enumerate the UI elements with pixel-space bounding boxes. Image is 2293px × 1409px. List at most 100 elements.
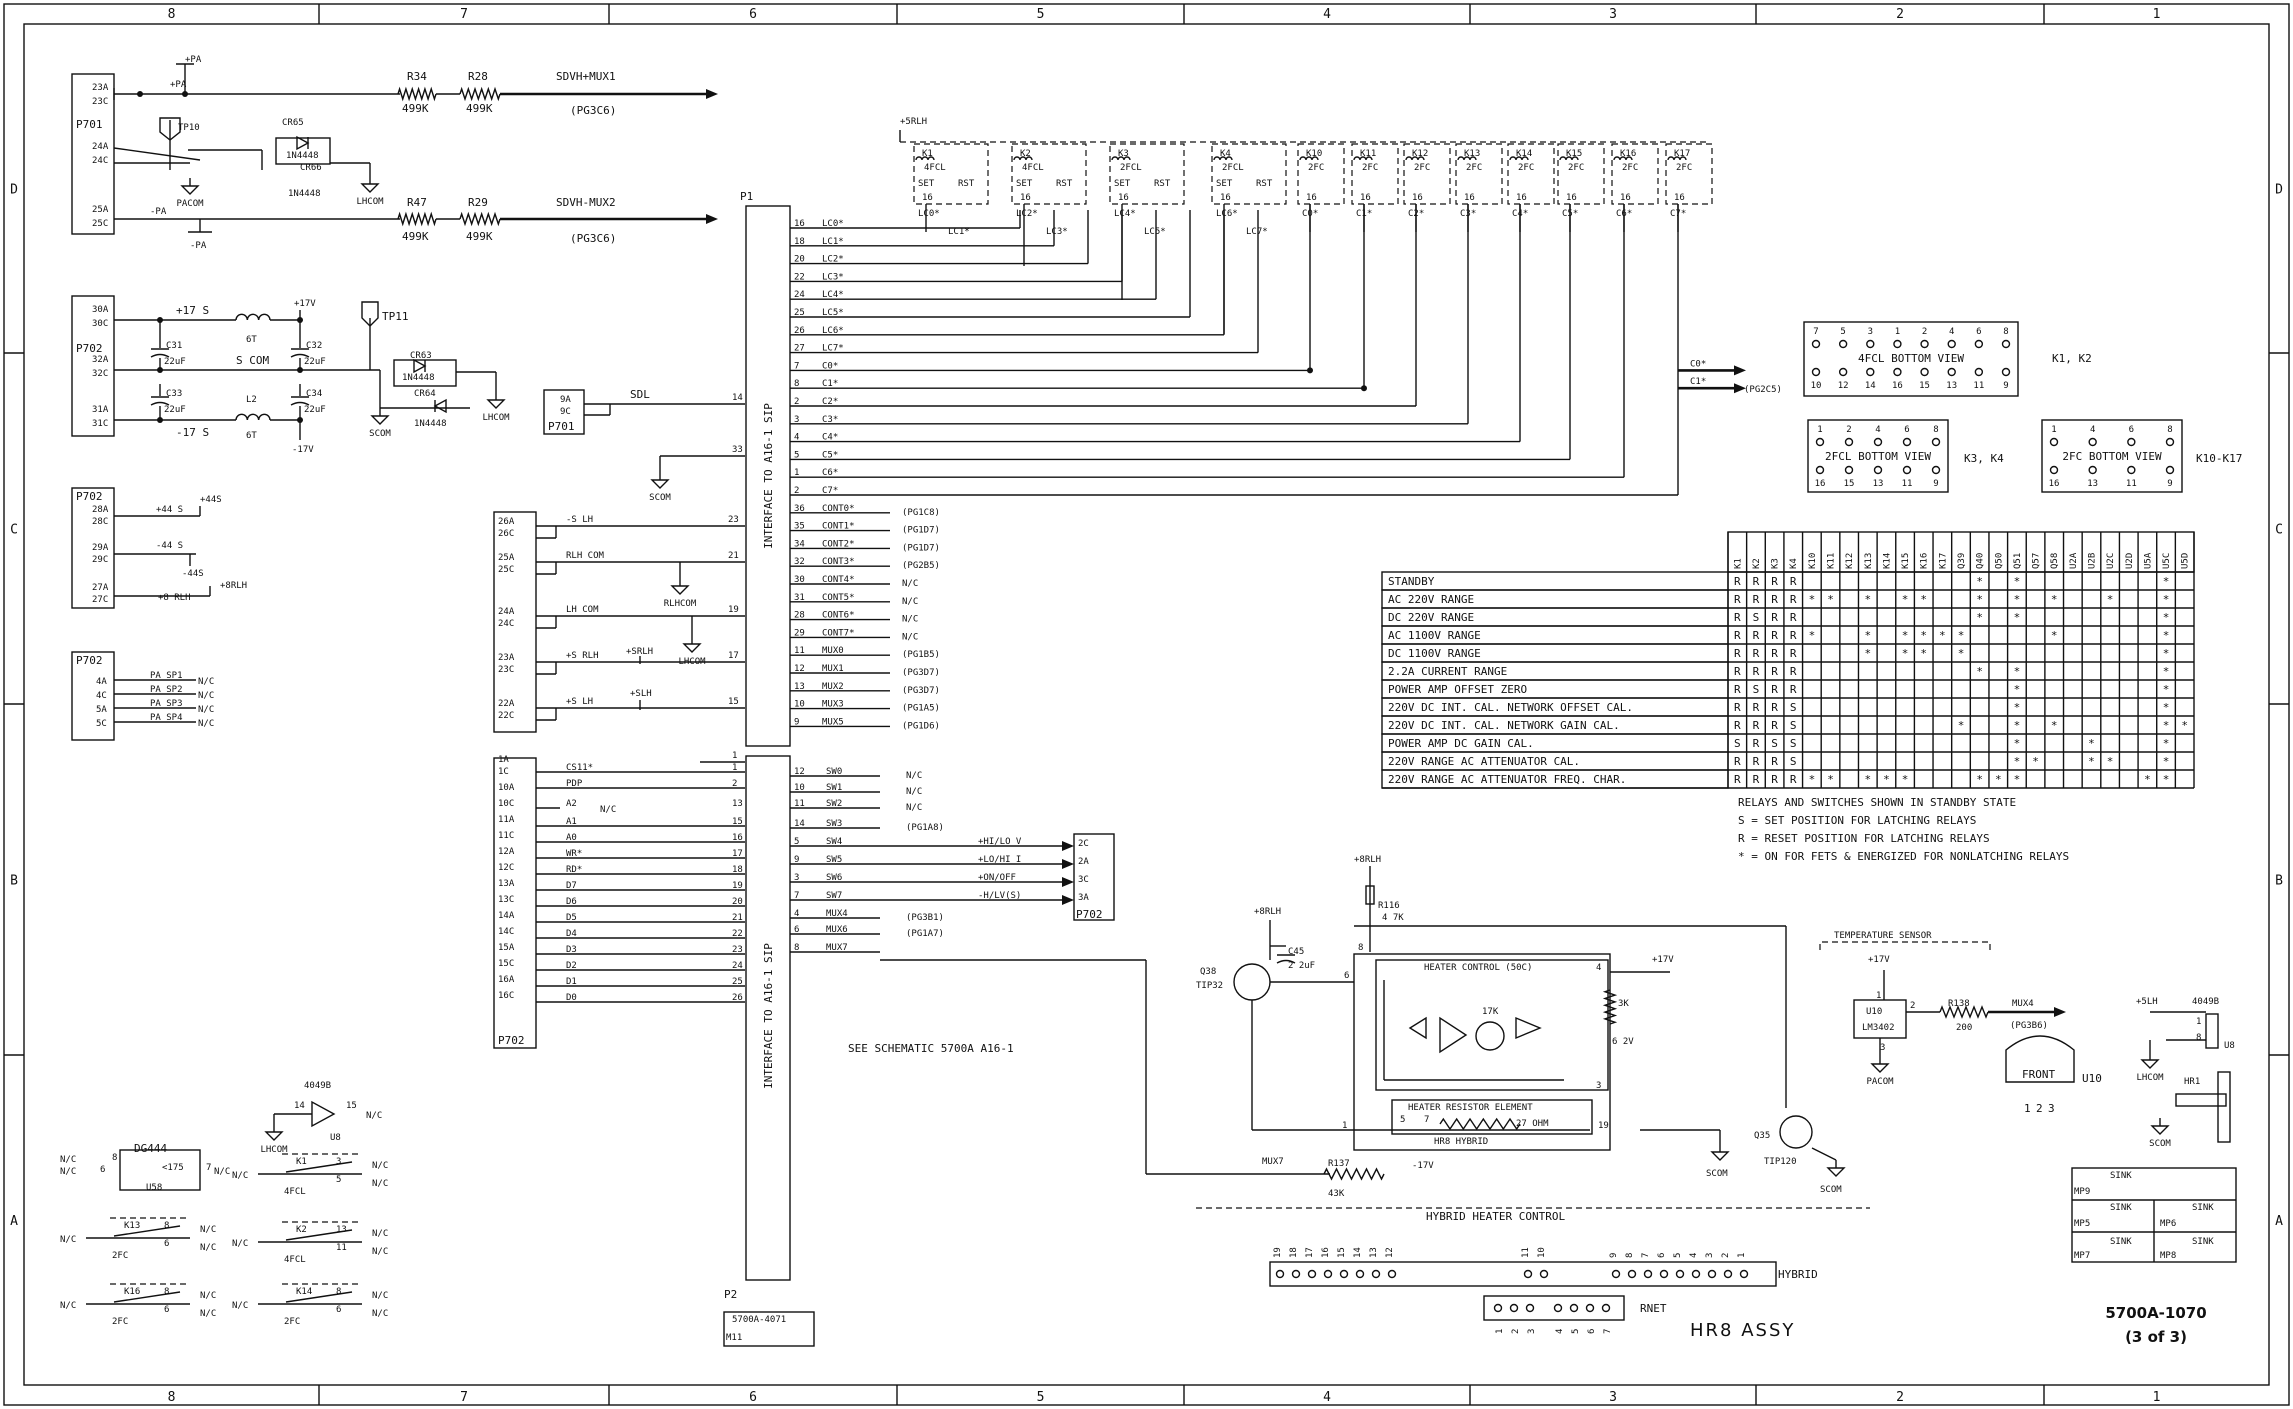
p1-right-net: C4* xyxy=(822,433,838,443)
bottom-view-bottom-pin: 16 xyxy=(2049,479,2060,489)
relay-coil-icon xyxy=(1457,156,1477,161)
relay-out2: LC3* xyxy=(1046,227,1068,237)
hr1-plate xyxy=(2217,1071,2231,1143)
table-cell: * xyxy=(2107,755,2114,768)
table-cell: R xyxy=(1734,593,1741,606)
capacitor-plate xyxy=(1276,959,1296,964)
p1-right-net: LC5* xyxy=(822,308,844,318)
pin-circle xyxy=(1947,339,1956,349)
p1-right-net: LC4* xyxy=(822,290,844,300)
ground-icon xyxy=(264,1131,284,1141)
p702-bus-pin: 15C xyxy=(498,959,514,969)
c32-icon xyxy=(290,348,310,358)
heater-minus17v: -17V xyxy=(1412,1161,1434,1171)
a2-nc: N/C xyxy=(600,805,616,815)
bl-relay-nc: N/C xyxy=(60,1301,76,1311)
bl-relay-nc: N/C xyxy=(372,1229,388,1239)
table-cell: R xyxy=(1753,701,1760,714)
plus5rlh-label: +5RLH xyxy=(900,117,927,127)
net1-label: SDVH+MUX1 xyxy=(556,70,616,83)
p1-right-net: LC0* xyxy=(822,219,844,229)
p702-bus-net: RD* xyxy=(566,865,582,875)
p2-right-net: SW4 xyxy=(826,837,842,847)
u10-ref: U10 xyxy=(1866,1007,1882,1017)
table-note: * = ON FOR FETS & ENERGIZED FOR NONLATCH… xyxy=(1738,850,2069,863)
table-cell: * xyxy=(2163,629,2170,642)
buf-ref: U8 xyxy=(330,1133,341,1143)
p1-right-pin: 4 xyxy=(794,433,799,443)
r3k-label: 3K xyxy=(1618,999,1629,1009)
p702-ref: P702 xyxy=(76,342,103,355)
dg444-ref: DG444 xyxy=(134,1142,167,1155)
pin-circle xyxy=(1902,437,1912,447)
p2-right-pin: 5 xyxy=(794,837,799,847)
bl-relay-nc: N/C xyxy=(232,1239,248,1249)
table-cell: * xyxy=(1827,773,1834,786)
p1-right-net: CONT3* xyxy=(822,557,855,567)
lhcom-ground-2: LHCOM xyxy=(482,392,510,423)
sink-label: SINK xyxy=(2192,1203,2214,1213)
u8-part: 4049B xyxy=(2192,997,2219,1007)
table-cell: * xyxy=(2163,701,2170,714)
p1-right-pin: 26 xyxy=(794,326,805,336)
hybrid-pin-circle xyxy=(1723,1269,1733,1279)
relay-type: 2FCL xyxy=(1120,163,1142,173)
p1-right-ref: (PG1C8) xyxy=(902,508,940,518)
table-cell: * xyxy=(1864,773,1871,786)
relay-outline xyxy=(1557,143,1605,205)
table-cell: S xyxy=(1734,737,1741,750)
p702-pasp-ref: P702 xyxy=(76,654,103,667)
p1-right-pin: 36 xyxy=(794,504,805,514)
table-cell: * xyxy=(2051,629,2058,642)
table-cell: R xyxy=(1753,593,1760,606)
r17k-label: 17K xyxy=(1482,1007,1499,1017)
relay-out: LC0* xyxy=(918,209,940,219)
hybrid-pin: 7 xyxy=(1641,1253,1651,1258)
pasp-pin: 5A xyxy=(96,705,107,715)
pin-circle xyxy=(1974,367,1984,377)
c34-value: 22uF xyxy=(304,405,326,415)
p1-right-net: MUX2 xyxy=(822,682,844,692)
p1-left-pin: 23 xyxy=(728,515,739,525)
table-cell: R xyxy=(1771,629,1778,642)
c1-out: C1* xyxy=(1690,377,1706,387)
cr63-diode-icon xyxy=(413,358,427,374)
table-column-header: K13 xyxy=(1864,553,1874,569)
relay-outline xyxy=(1011,143,1087,205)
pasp-net: PA SP4 xyxy=(150,713,183,723)
relay-outline xyxy=(1507,143,1555,205)
mux7-label: MUX7 xyxy=(1262,1157,1284,1167)
p702-mid-net: +S LH xyxy=(566,697,593,707)
pasp-nc: N/C xyxy=(198,691,214,701)
p702-44s-pin: 27A xyxy=(92,583,109,593)
plus17v-label: +17V xyxy=(294,299,316,309)
table-cell: * xyxy=(1864,593,1871,606)
relay-out: LC4* xyxy=(1114,209,1136,219)
sdl-net: SDL xyxy=(630,388,650,401)
wire xyxy=(285,1229,353,1241)
zone-column-label: 6 xyxy=(749,7,757,22)
hybrid-connector-label: HYBRID xyxy=(1778,1268,1818,1281)
p702-mid-net: LH COM xyxy=(566,605,599,615)
pin-circle xyxy=(2049,465,2059,475)
table-cell: S xyxy=(1790,719,1797,732)
p1-left-pin: 17 xyxy=(728,651,739,661)
hybrid-pin: 7 xyxy=(1424,1115,1429,1125)
r138-ref: R138 xyxy=(1948,999,1970,1009)
heater-control-label: HEATER CONTROL (50C) xyxy=(1424,963,1532,973)
table-column-header: Q39 xyxy=(1957,553,1967,569)
p702-bus-pin: 16A xyxy=(498,975,515,985)
junction-dot xyxy=(297,367,303,373)
p702-bus-section: P7021A1C10A10C11A11C12A12C13A13C14A14C15… xyxy=(493,751,745,1049)
tp11-icon xyxy=(361,301,379,327)
table-cell: R xyxy=(1734,683,1741,696)
p1-right-pin: 34 xyxy=(794,539,805,549)
pin-circle xyxy=(2088,465,2097,475)
zone-column-label: 5 xyxy=(1037,1390,1045,1405)
u10-part: LM3402 xyxy=(1862,1023,1895,1033)
p1-right-pin: 31 xyxy=(794,593,805,603)
p702-bus-net: A2 xyxy=(566,799,577,809)
